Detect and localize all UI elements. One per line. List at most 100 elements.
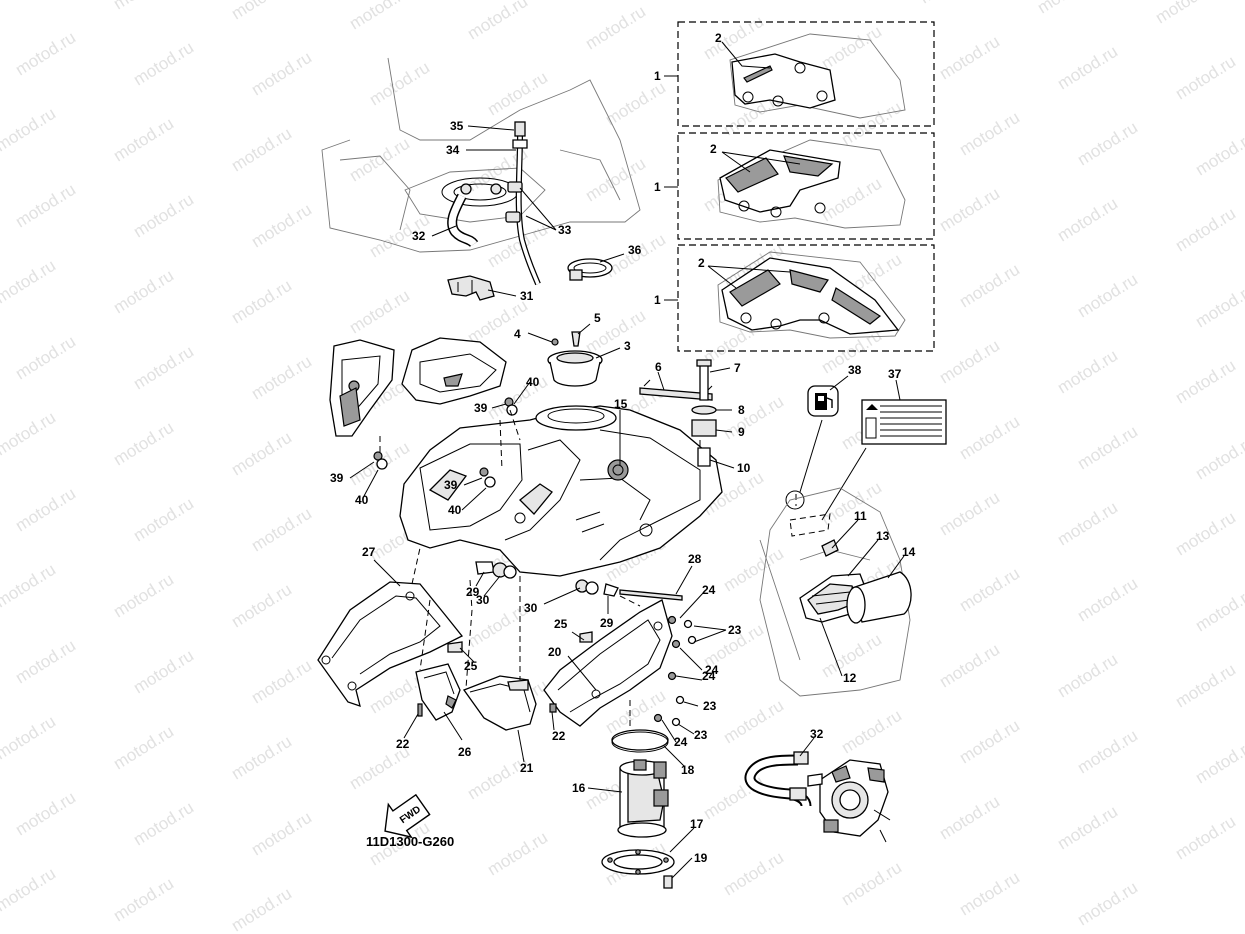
watermark-text: motod.ru: [720, 696, 787, 748]
guard-21: [462, 675, 537, 731]
watermark-text: motod.ru: [110, 874, 177, 926]
callout-3: 3: [624, 339, 631, 353]
callout-24b: 24: [705, 663, 719, 677]
watermark-text: motod.ru: [1172, 204, 1239, 256]
watermark-text: motod.ru: [0, 712, 59, 764]
watermark-text: motod.ru: [228, 276, 295, 328]
callout-21: 21: [520, 761, 534, 775]
callout-38: 38: [848, 363, 862, 377]
watermark-text: motod.ru: [1034, 0, 1101, 17]
callout-22a: 22: [396, 737, 410, 751]
watermark-text: motod.ru: [248, 808, 315, 860]
holder-31: [447, 275, 495, 301]
callout-32a: 32: [412, 229, 426, 243]
callout-1b: 1: [654, 180, 661, 194]
diagram-code: 11D1300-G260: [366, 834, 454, 849]
clamp-36: [567, 258, 613, 281]
callout-24c: 24: [702, 669, 716, 683]
watermark-text: motod.ru: [228, 428, 295, 480]
watermark-text: motod.ru: [130, 494, 197, 546]
watermark-text: motod.ru: [228, 732, 295, 784]
watermark-text: motod.ru: [1192, 736, 1245, 788]
watermark-text: motod.ru: [1074, 270, 1141, 322]
callout-23a: 23: [728, 623, 742, 637]
watermark-text: motod.ru: [248, 200, 315, 252]
callout-39b: 39: [330, 471, 344, 485]
watermark-text: motod.ru: [1172, 52, 1239, 104]
watermark-text: motod.ru: [1192, 280, 1245, 332]
watermark-text: motod.ru: [228, 580, 295, 632]
callout-1a: 1: [654, 69, 661, 83]
watermark-text: motod.ru: [12, 28, 79, 80]
callout-25b: 25: [464, 659, 478, 673]
watermark-text: motod.ru: [130, 646, 197, 698]
callout-29b: 29: [600, 616, 614, 630]
callout-17: 17: [690, 817, 704, 831]
watermark-text: motod.ru: [1054, 346, 1121, 398]
callout-26: 26: [458, 745, 472, 759]
watermark-text: motod.ru: [110, 722, 177, 774]
watermark-text: motod.ru: [720, 848, 787, 900]
watermark-text: motod.ru: [228, 0, 295, 23]
watermark-text: motod.ru: [0, 408, 59, 460]
callout-25a: 25: [554, 617, 568, 631]
watermark-text: motod.ru: [464, 296, 531, 348]
watermark-text: motod.ru: [464, 752, 531, 804]
fuel-pump-16: [611, 729, 669, 838]
callout-7: 7: [734, 361, 741, 375]
watermark-text: motod.ru: [838, 858, 905, 910]
watermark-text: motod.ru: [838, 98, 905, 150]
screws-22-23-24-25: [417, 615, 697, 727]
watermark-text: motod.ru: [838, 706, 905, 758]
watermark-text: motod.ru: [12, 332, 79, 384]
watermark-text: motod.ru: [0, 256, 59, 308]
label-38: [807, 385, 839, 417]
watermark-text: motod.ru: [1074, 574, 1141, 626]
watermark-text: motod.ru: [110, 570, 177, 622]
clip-33: [505, 181, 523, 223]
watermark-text: motod.ru: [346, 286, 413, 338]
watermark-text: motod.ru: [12, 180, 79, 232]
fuel-tank: [399, 405, 723, 577]
side-panel-20: [543, 599, 673, 727]
callout-19: 19: [694, 851, 708, 865]
filler-cap-3: [547, 350, 603, 387]
callout-29a: 29: [466, 585, 480, 599]
watermark-text: motod.ru: [1074, 878, 1141, 930]
fuel-hose-32-top: [447, 193, 479, 248]
gasket-18: [611, 731, 669, 753]
watermark-text: motod.ru: [130, 798, 197, 850]
watermark-text: motod.ru: [248, 656, 315, 708]
watermark-text: motod.ru: [1172, 356, 1239, 408]
watermark-text: motod.ru: [936, 792, 1003, 844]
watermark-text: motod.ru: [346, 134, 413, 186]
callout-18: 18: [681, 763, 695, 777]
callout-labels: 1 1 1 2 2 2 3 4 5 6 7 8 9 10 11 12 13 14…: [330, 31, 916, 865]
watermark-text: motod.ru: [1172, 812, 1239, 864]
watermark-text: motod.ru: [1172, 660, 1239, 712]
watermark-text: motod.ru: [12, 636, 79, 688]
watermark-text: motod.ru: [248, 48, 315, 100]
watermark-text: motod.ru: [1172, 508, 1239, 560]
callout-9: 9: [738, 425, 745, 439]
watermark-text: motod.ru: [228, 124, 295, 176]
watermark-text: motod.ru: [1192, 128, 1245, 180]
watermark-text: motod.ru: [130, 190, 197, 242]
callout-13: 13: [876, 529, 890, 543]
watermark-text: motod.ru: [1054, 650, 1121, 702]
hose-32-detail: [744, 751, 812, 807]
callout-39c: 39: [444, 478, 458, 492]
callout-37: 37: [888, 367, 902, 381]
callout-20: 20: [548, 645, 562, 659]
watermark-text: motod.ru: [484, 828, 551, 880]
watermark-text: motod.ru: [720, 392, 787, 444]
watermark-text: motod.ru: [1152, 0, 1219, 27]
guard-26: [415, 663, 461, 721]
callout-2a: 2: [715, 31, 722, 45]
callout-15: 15: [614, 397, 628, 411]
callout-16: 16: [572, 781, 586, 795]
watermark-text: motod.ru: [936, 640, 1003, 692]
fwd-arrow-icon: FWD: [384, 793, 431, 839]
callout-14: 14: [902, 545, 916, 559]
